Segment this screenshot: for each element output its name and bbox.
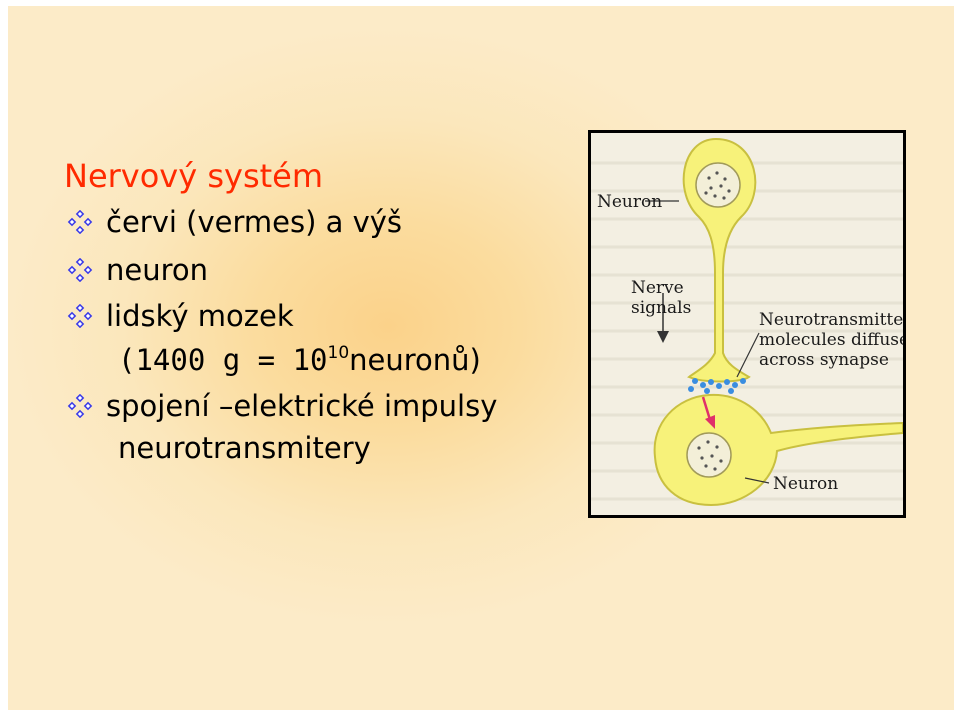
diamond-bullet-icon	[64, 394, 96, 418]
top-nucleus	[696, 163, 740, 207]
bullet-text: neuron	[106, 253, 208, 287]
diamond-bullet-icon	[64, 304, 96, 328]
bullet-item-neuron: neuron	[64, 252, 208, 288]
mass-exponent: 10	[328, 343, 350, 363]
brain-mass-line: (1400 g = 1010neuronů)	[118, 342, 481, 378]
bullet-text: spojení –elektrické impulsy	[106, 389, 497, 423]
bullet-text: lidský mozek	[106, 299, 294, 333]
bullet-text: červi (vermes) a výš	[106, 205, 402, 239]
bottom-nucleus	[687, 433, 731, 477]
label-nerve-signals-1: Nerve	[631, 278, 684, 298]
bullet-item-connection: spojení –elektrické impulsy	[64, 388, 497, 424]
label-neuron-bottom: Neuron	[773, 474, 838, 494]
label-neurotransmitter-1: Neurotransmitter	[759, 310, 903, 330]
label-nerve-signals-2: signals	[631, 298, 691, 318]
connection-continuation: neurotransmitery	[118, 430, 371, 466]
diamond-bullet-icon	[64, 258, 96, 282]
diamond-bullet-icon	[64, 210, 96, 234]
bullet-item-human-brain: lidský mozek	[64, 298, 294, 334]
synapse-figure: Neuron Nerve signals Neurotransmitter mo…	[588, 130, 906, 518]
mass-prefix: (1400 g = 10	[118, 343, 328, 377]
mass-suffix: neuronů)	[349, 343, 481, 377]
synapse-illustration: Neuron Nerve signals Neurotransmitter mo…	[591, 133, 903, 515]
slide-title: Nervový systém	[64, 156, 323, 196]
label-neurotransmitter-3: across synapse	[759, 350, 889, 370]
slide: Nervový systém červi (vermes) a výš neur…	[8, 6, 954, 710]
bullet-item-worms: červi (vermes) a výš	[64, 204, 402, 240]
label-neuron-top: Neuron	[597, 192, 662, 212]
label-neurotransmitter-2: molecules diffuse	[759, 330, 903, 350]
